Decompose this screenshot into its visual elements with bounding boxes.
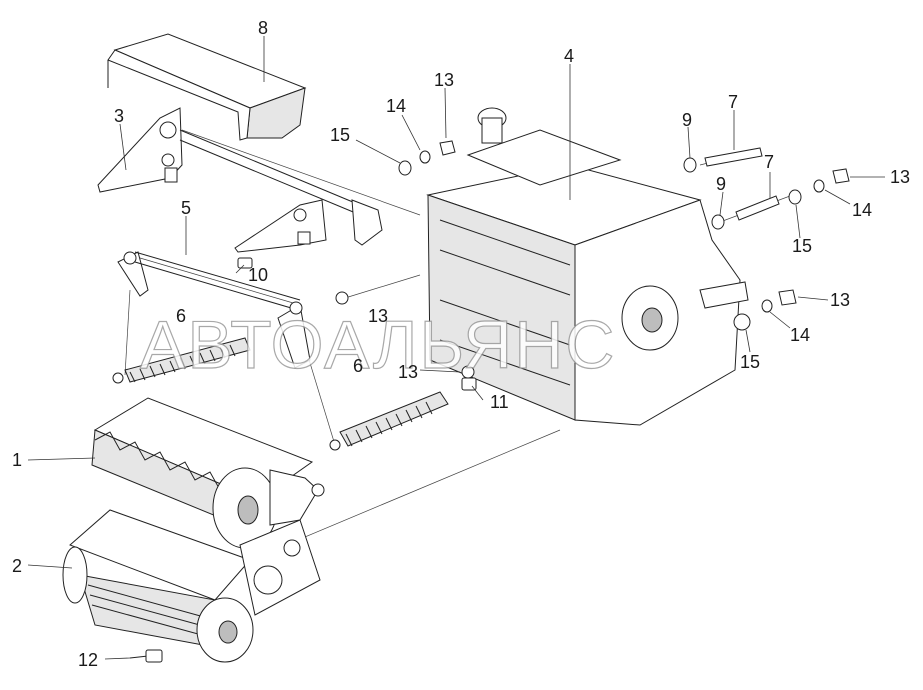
callout-15-right-mid: 15 xyxy=(740,352,760,372)
callout-3: 3 xyxy=(114,106,124,126)
callout-13-top: 13 xyxy=(434,70,454,90)
callout-labels: 1 2 3 4 5 6 6 7 7 8 9 9 10 11 12 13 13 1… xyxy=(12,18,910,670)
callout-13-right-mid: 13 xyxy=(830,290,850,310)
part-6-spring-left xyxy=(112,337,251,384)
part-4-gearbox-housing xyxy=(426,107,751,426)
callout-7-lower: 7 xyxy=(764,152,774,172)
callout-14-top: 14 xyxy=(386,96,406,116)
part-2-lower-roller xyxy=(62,509,321,663)
part-6-spring-right xyxy=(329,391,449,451)
callout-10: 10 xyxy=(248,265,268,285)
callout-13-right-top: 13 xyxy=(890,167,910,187)
callout-14-right-top: 14 xyxy=(852,200,872,220)
callout-6-left: 6 xyxy=(176,306,186,326)
part-5-lever xyxy=(117,251,311,369)
callout-2: 2 xyxy=(12,556,22,576)
callout-12: 12 xyxy=(78,650,98,670)
callout-14-right-mid: 14 xyxy=(790,325,810,345)
callout-15-top: 15 xyxy=(330,125,350,145)
part-12-bolt xyxy=(129,649,163,663)
leader-lines xyxy=(27,36,885,660)
callout-11: 11 xyxy=(490,392,509,412)
callout-5: 5 xyxy=(181,198,191,218)
callout-9-upper: 9 xyxy=(682,110,692,130)
part-3-bracket-assembly xyxy=(97,107,383,253)
fasteners xyxy=(335,140,850,391)
watermark: АВТОАЛЬЯНС xyxy=(140,307,616,383)
callout-8: 8 xyxy=(258,18,268,38)
part-10-bolt xyxy=(237,257,253,269)
callout-15-right-top: 15 xyxy=(792,236,812,256)
callout-6-right: 6 xyxy=(353,356,363,376)
callout-13-center: 13 xyxy=(368,306,388,326)
callout-1: 1 xyxy=(12,450,22,470)
callout-4: 4 xyxy=(564,46,574,66)
part-1-upper-roller xyxy=(91,397,325,549)
callout-13-lower: 13 xyxy=(398,362,418,382)
callout-9-lower: 9 xyxy=(716,174,726,194)
callout-7-upper: 7 xyxy=(728,92,738,112)
part-8-cover xyxy=(107,33,307,141)
